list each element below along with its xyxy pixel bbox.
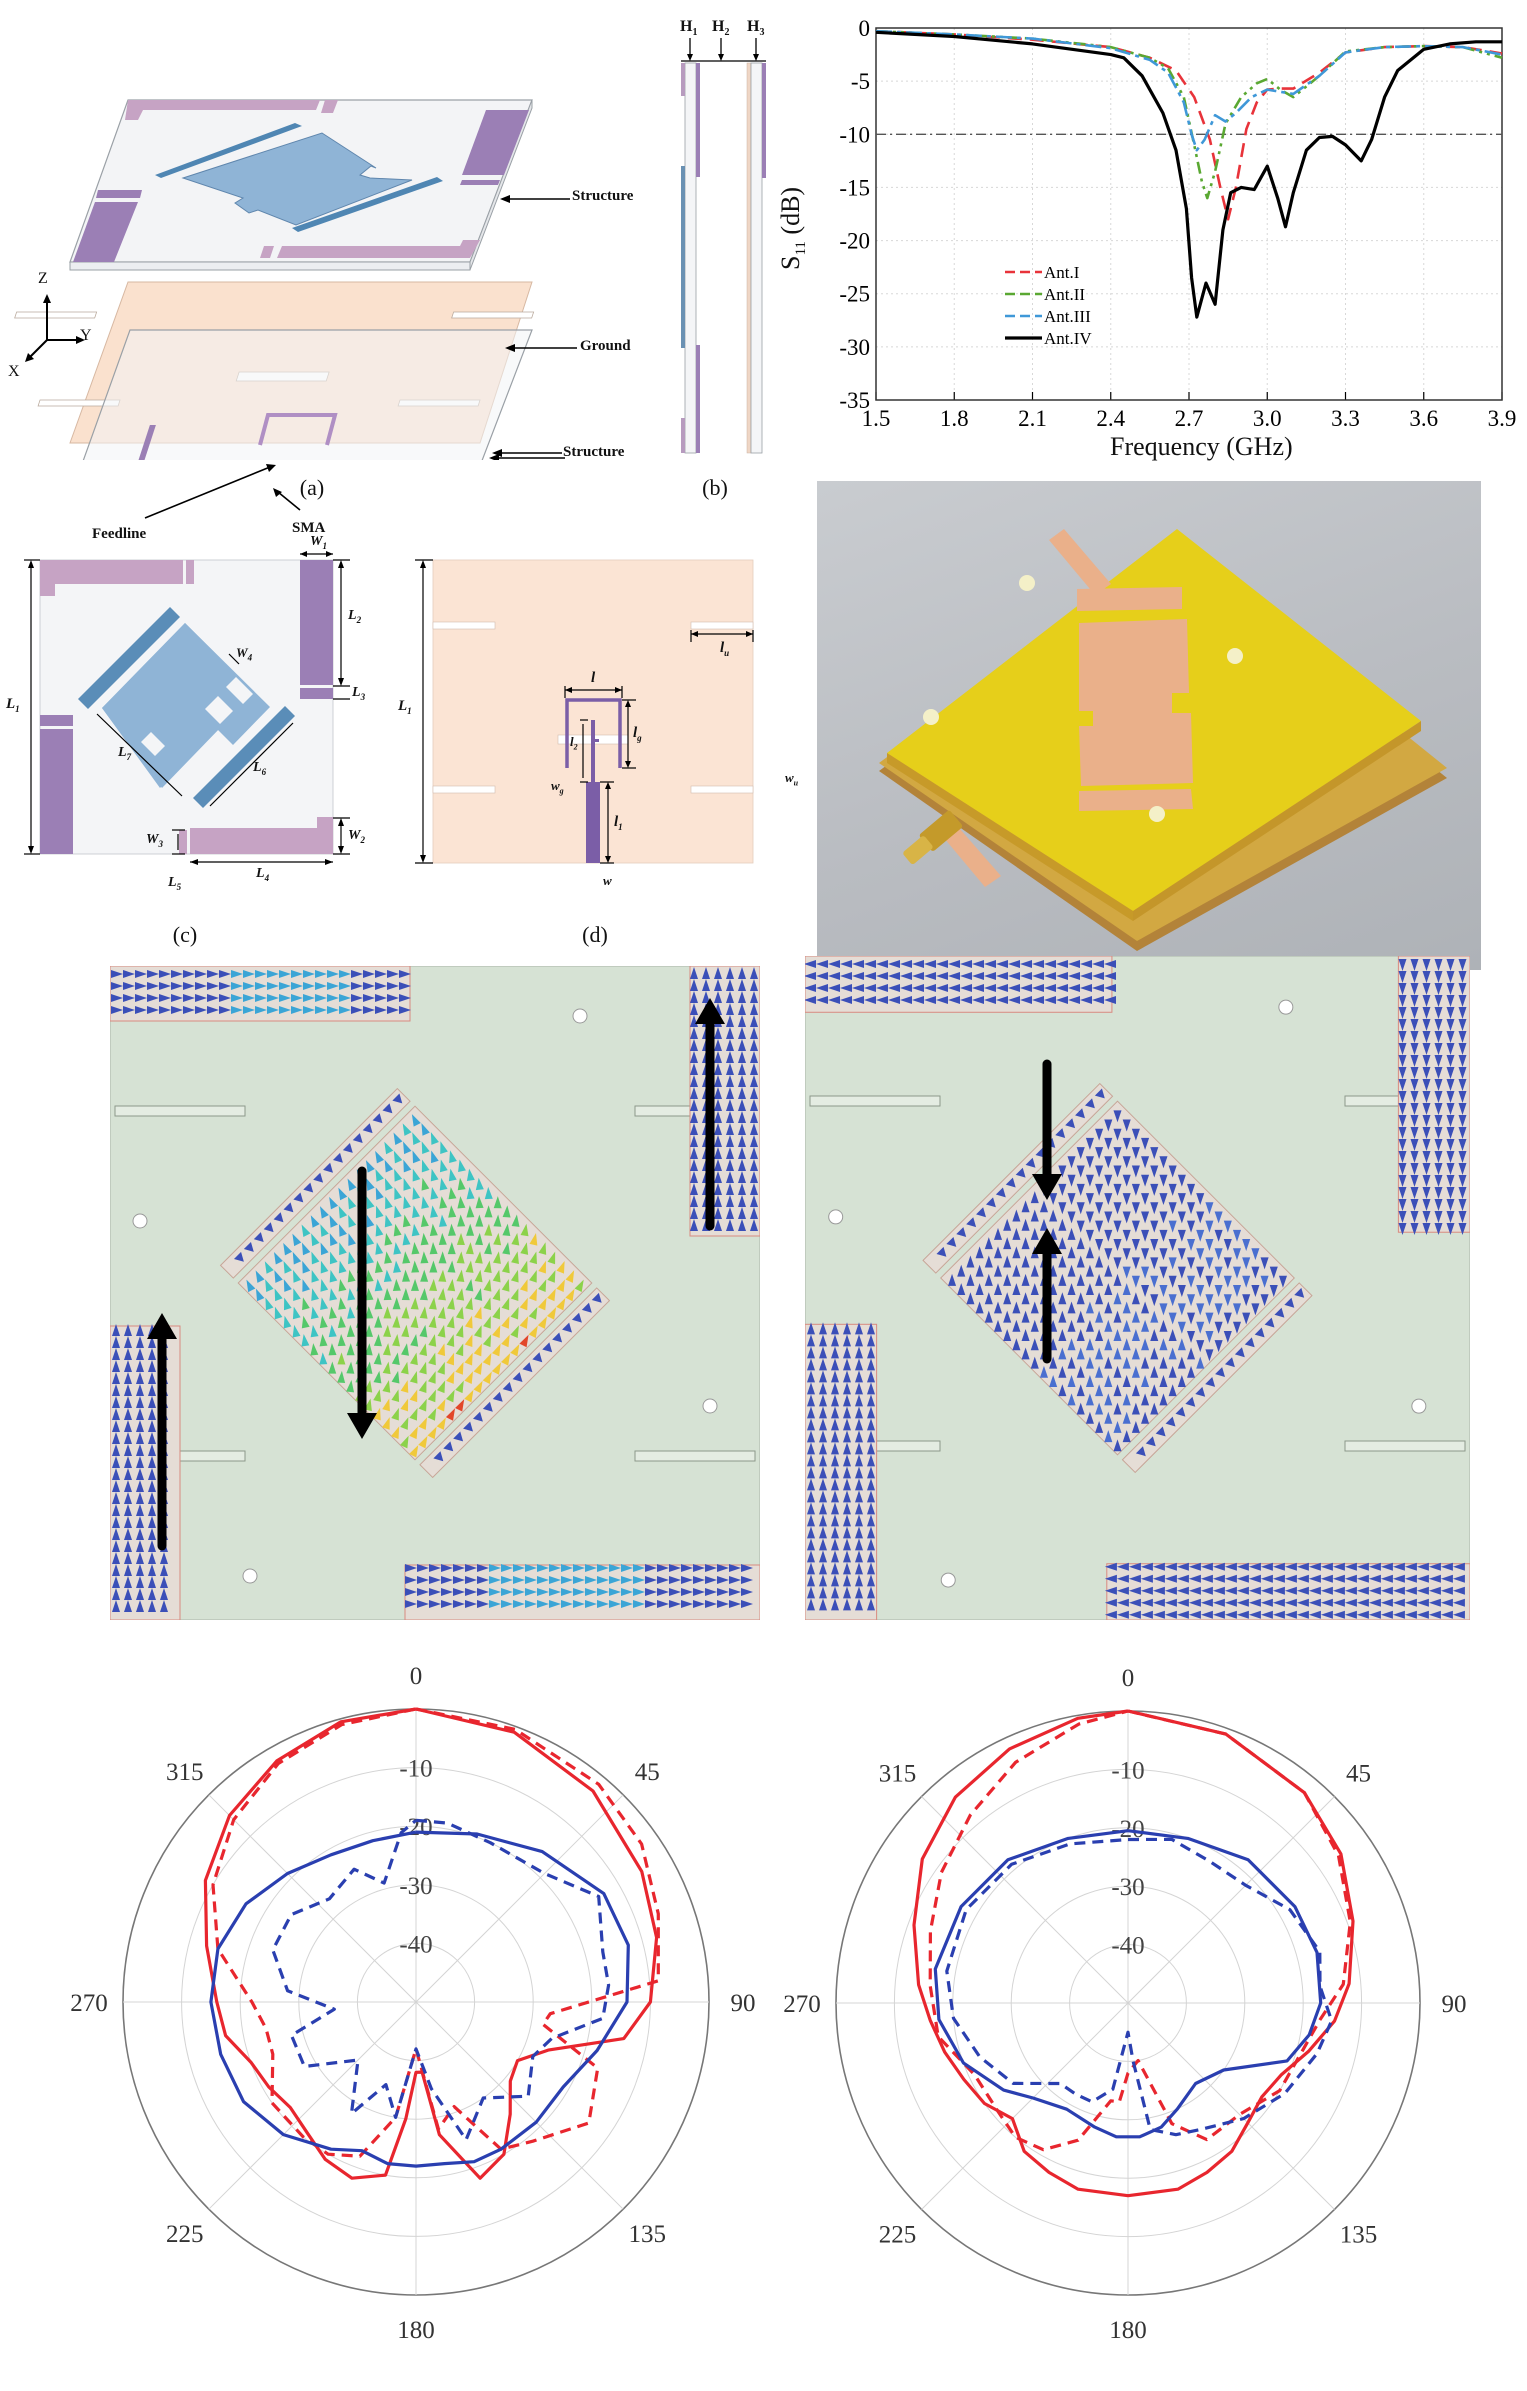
angular-tick-label: 0 <box>1122 1665 1135 1692</box>
dim-L2: L2 <box>348 608 361 625</box>
current-distribution-right <box>805 956 1470 1620</box>
panel-a-exploded-view: Z Y X Structure Ground <box>0 0 660 460</box>
dim-L3: L3 <box>352 685 365 702</box>
y-tick-label: -5 <box>851 69 870 94</box>
label-ground: Ground <box>580 338 631 355</box>
angular-tick-label: 270 <box>783 1991 821 2018</box>
radiation-pattern-left: 0 45 90 135 180 225 270 315 -10 -20 -30 -40 <box>0 1650 780 2386</box>
radial-tick-label: -30 <box>1111 1874 1144 1901</box>
label-h3: H3 <box>747 18 764 38</box>
x-tick-label: 1.8 <box>940 406 969 431</box>
angular-tick-label: 90 <box>731 1990 756 2017</box>
label-structure-top: Structure <box>572 188 633 205</box>
s11-chart: 1.51.82.12.42.73.03.33.63.90-5-10-15-20-… <box>780 0 1527 475</box>
dim-L7: L7 <box>118 745 131 762</box>
angular-tick-label: 135 <box>1340 2222 1378 2249</box>
dim-l1: l1 <box>614 814 623 832</box>
dim-L4: L4 <box>256 866 269 883</box>
panel-c-top-layer: L1 W1 L2 L3 W4 L7 L6 W2 W3 L4 L5 <box>0 470 400 950</box>
x-tick-label: 3.9 <box>1488 406 1517 431</box>
dim-wu: wu <box>785 770 798 788</box>
prototype-photo <box>817 481 1481 970</box>
x-tick-label: 2.1 <box>1018 406 1047 431</box>
dim-W4: W4 <box>236 645 252 663</box>
legend-entry: Ant.III <box>1044 307 1091 326</box>
angular-tick-label: 135 <box>628 2221 666 2248</box>
radial-tick-label: -20 <box>399 1814 432 1841</box>
label-h2: H2 <box>712 18 729 38</box>
y-tick-label: -15 <box>839 175 870 200</box>
x-tick-label: 2.4 <box>1096 406 1125 431</box>
dim-L6: L6 <box>253 760 266 777</box>
y-tick-label: -35 <box>839 388 870 413</box>
top-layer-drawing <box>0 470 400 950</box>
radial-tick-label: -10 <box>1111 1757 1144 1784</box>
legend-entry: Ant.I <box>1044 263 1080 282</box>
dim-l2: l2 <box>570 734 578 752</box>
y-tick-label: -25 <box>839 282 870 307</box>
legend-entry: Ant.IV <box>1044 329 1092 348</box>
radial-tick-label: -40 <box>399 1931 432 1958</box>
polar-plot-right: 04590135180225270315-10-20-30-40 <box>760 1650 1527 2386</box>
dim-lg: lg <box>633 725 642 743</box>
angular-tick-label: 225 <box>879 2222 917 2249</box>
dim-l: l <box>591 670 595 687</box>
angular-tick-label: 45 <box>635 1759 660 1786</box>
angular-tick-label: 315 <box>879 1760 917 1787</box>
angular-tick-label: 180 <box>397 2317 435 2344</box>
angular-tick-label: 270 <box>70 1990 108 2017</box>
caption-d: (d) <box>565 922 625 948</box>
dim-w: w <box>603 873 612 889</box>
legend-entry: Ant.II <box>1044 285 1085 304</box>
panel-d-ground-layer: L1 l lg l2 l1 lu wg wu w <box>400 470 820 950</box>
angular-tick-label: 180 <box>1109 2317 1147 2344</box>
s11-x-axis-label: Frequency (GHz) <box>1110 432 1293 462</box>
current-plot-right <box>805 956 1470 1620</box>
y-tick-label: -30 <box>839 335 870 360</box>
x-tick-label: 3.6 <box>1409 406 1438 431</box>
angular-tick-label: 90 <box>1442 1991 1467 2018</box>
current-plot-left <box>110 966 760 1620</box>
radiation-pattern-right: 04590135180225270315-10-20-30-40 <box>760 1650 1527 2386</box>
label-structure-bottom: Structure <box>563 444 624 461</box>
radial-tick-label: -40 <box>1111 1933 1144 1960</box>
side-view-drawing <box>650 0 780 470</box>
angular-tick-label: 45 <box>1346 1760 1371 1787</box>
dim-L1-d: L1 <box>398 698 412 716</box>
radial-tick-label: -10 <box>399 1756 432 1783</box>
x-tick-label: 3.0 <box>1253 406 1282 431</box>
caption-c: (c) <box>155 922 215 948</box>
dim-W3: W3 <box>146 832 163 849</box>
x-tick-label: 2.7 <box>1175 406 1204 431</box>
dim-W2: W2 <box>348 828 365 845</box>
angular-tick-label: 225 <box>166 2221 204 2248</box>
pattern-co-pol-measured <box>213 1709 658 2156</box>
polar-plot-left: 0 45 90 135 180 225 270 315 -10 -20 -30 -40 <box>0 1650 780 2386</box>
dim-wg: wg <box>551 778 564 796</box>
current-distribution-left <box>110 966 760 1620</box>
panel-b-side-view: H1 H2 H3 <box>650 0 780 490</box>
label-h1: H1 <box>680 18 697 38</box>
radial-tick-label: -30 <box>399 1873 432 1900</box>
callout-arrows <box>0 0 660 460</box>
y-tick-label: -10 <box>839 122 870 147</box>
angular-tick-label: 315 <box>166 1759 204 1786</box>
dim-L5: L5 <box>168 875 181 892</box>
y-tick-label: 0 <box>859 16 871 41</box>
dim-L1: L1 <box>6 696 20 714</box>
dim-W1: W1 <box>310 534 327 551</box>
x-tick-label: 3.3 <box>1331 406 1360 431</box>
dim-lu: lu <box>720 640 729 658</box>
s11-plot: 1.51.82.12.42.73.03.33.63.90-5-10-15-20-… <box>780 0 1527 475</box>
prototype-illustration <box>817 481 1481 970</box>
y-tick-label: -20 <box>839 229 870 254</box>
angular-tick-label: 0 <box>410 1663 423 1690</box>
